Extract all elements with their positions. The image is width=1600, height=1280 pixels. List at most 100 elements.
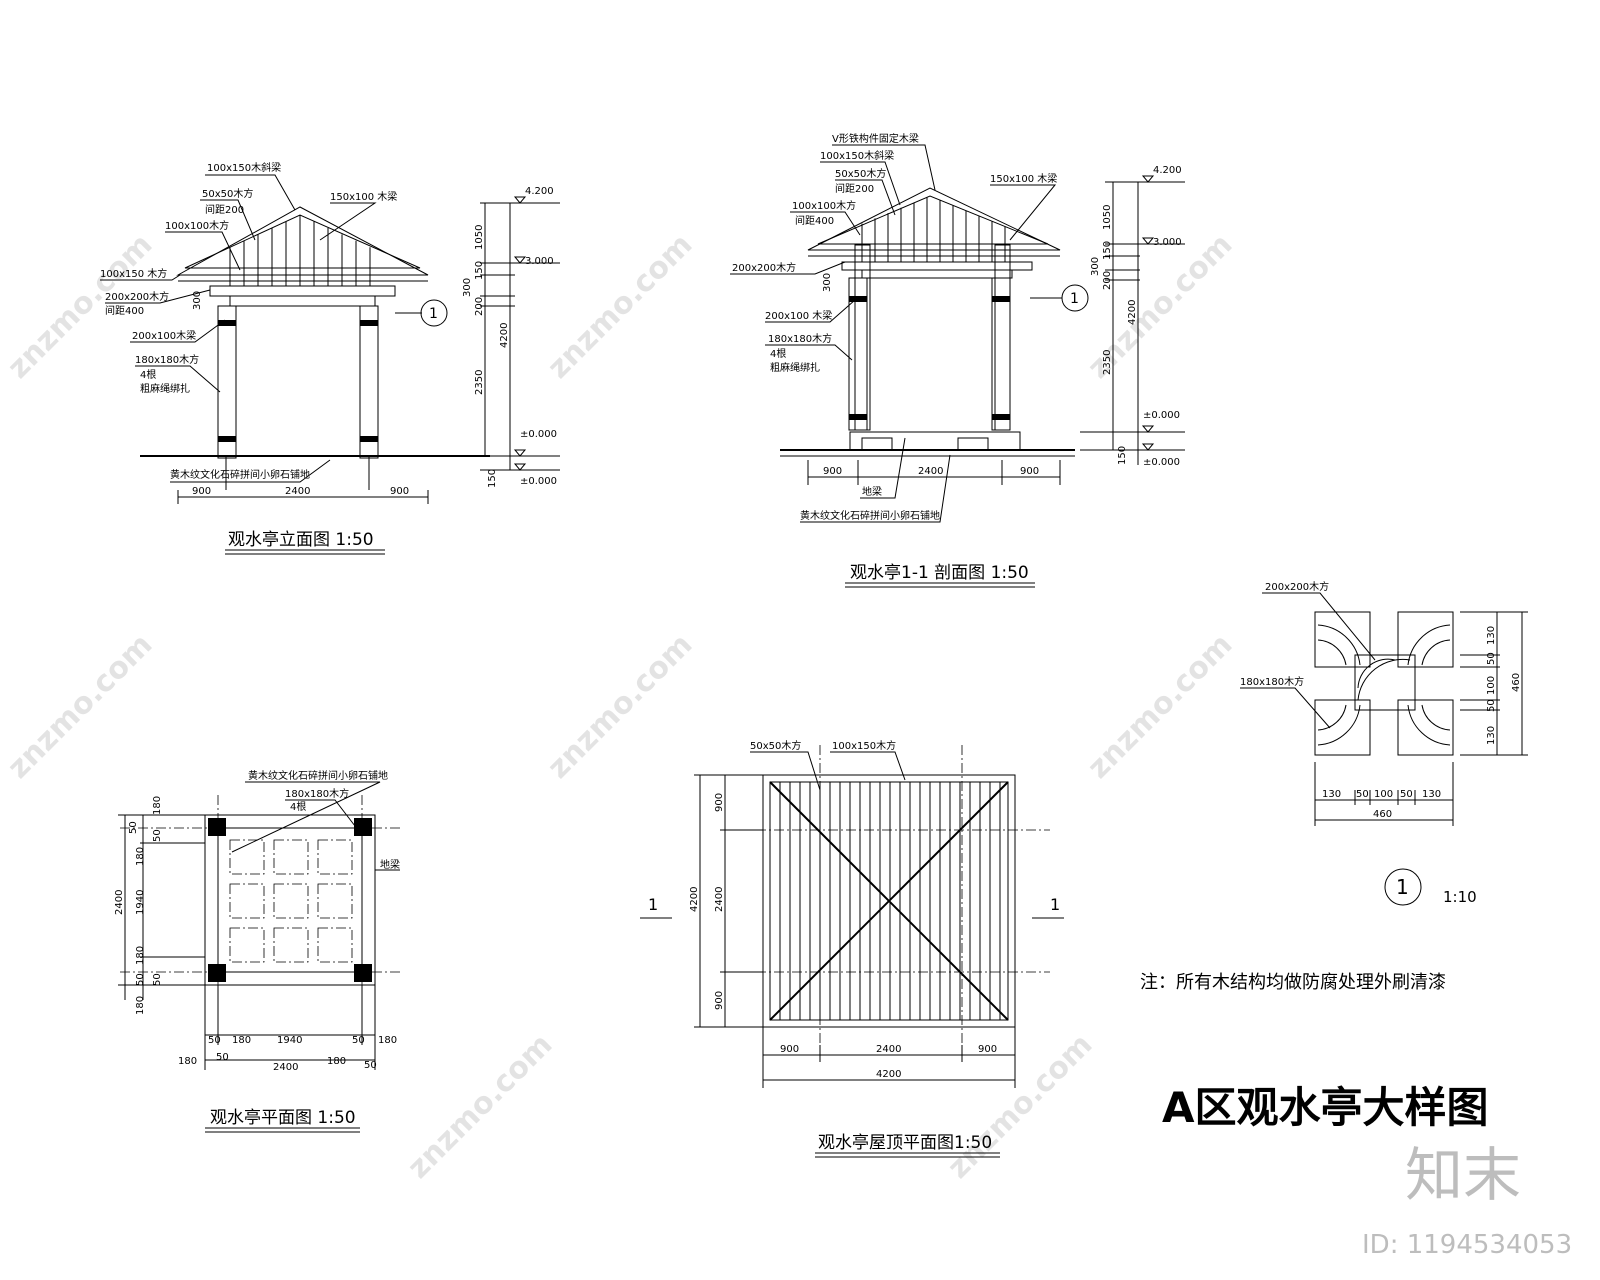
annotation-label: 100x150木斜梁: [820, 149, 894, 162]
dimension-label: 2350: [1102, 350, 1113, 375]
dimension-label: 900: [780, 1044, 799, 1055]
dimension-label: 2400: [714, 887, 725, 912]
annotation-label: 50x50木方: [835, 167, 886, 180]
dimension-label: 2400: [285, 486, 310, 497]
detail-labels: 200x200木方 180x180木方 130 50 100 50 130 46…: [1240, 580, 1522, 906]
dimension-label: 1050: [1102, 205, 1113, 230]
dimension-label: 460: [1373, 809, 1392, 820]
dimension-label: 150: [1102, 241, 1113, 260]
dimension-label: 300: [1090, 257, 1101, 276]
level-mark: ±0.000: [520, 476, 557, 487]
watermark-text: znzmo.com: [1081, 627, 1240, 786]
annotation-label: 50x50木方: [202, 187, 253, 200]
dimension-label: 4200: [1127, 300, 1138, 325]
dimension-label: 180: [152, 796, 163, 815]
annotation-label: 200x200木方: [732, 261, 796, 274]
dimension-label: 900: [192, 486, 211, 497]
paving-tile: [229, 839, 265, 875]
watermark-text: znzmo.com: [1, 627, 160, 786]
annotation-label: 粗麻绳绑扎: [140, 382, 190, 395]
ref-number: 1: [1070, 291, 1079, 307]
dimension-label: 180: [232, 1035, 251, 1046]
paving-tile: [317, 883, 353, 919]
annotation-label: 150x100 木梁: [330, 190, 397, 203]
roof-plan-labels: 50x50木方 100x150木方 1 1 900 4200 2400 900 …: [648, 739, 1060, 1153]
dimension-label: 200: [1102, 271, 1113, 290]
annotation-label: 4根: [770, 347, 786, 360]
dimension-label: 2400: [876, 1044, 901, 1055]
annotation-label: 地梁: [380, 858, 400, 871]
dimension-label: 50: [152, 829, 163, 842]
level-mark: 3.000: [525, 256, 554, 267]
annotation-label: 粗麻绳绑扎: [770, 361, 820, 374]
watermark-logo: 知末: [1405, 1141, 1521, 1209]
dimension-label: 200: [474, 297, 485, 316]
detail-scale: 1:10: [1443, 888, 1477, 906]
dimension-label: 2400: [918, 466, 943, 477]
paving-tile: [273, 883, 309, 919]
detail-drawing: [1240, 592, 1528, 906]
dimension-label: 1940: [135, 890, 146, 915]
annotation-label: 间距400: [105, 304, 144, 317]
elevation-labels: 100x150木斜梁 50x50木方 间距200 100x100木方 150x1…: [100, 161, 557, 550]
ref-number: 1: [429, 306, 438, 322]
annotation-label: 200x200木方: [105, 290, 169, 303]
annotation-label: 200x100 木梁: [765, 309, 832, 322]
dimension-label: 900: [978, 1044, 997, 1055]
plan-labels: 黄木纹文化石碎拼间小卵石铺地 180x180木方 4根 地梁 50 180 50…: [114, 769, 400, 1128]
dimension-label: 50: [1400, 789, 1413, 800]
annotation-label: 100x150木方: [832, 739, 896, 752]
annotation-label: 100x100木方: [792, 199, 856, 212]
dimension-label: 300: [462, 278, 473, 297]
annotation-label: 100x150木斜梁: [207, 161, 281, 174]
annotation-label: 50x50木方: [750, 739, 801, 752]
cut-mark: 1: [648, 895, 658, 914]
dimension-label: 4200: [689, 887, 700, 912]
dimension-label: 50: [1486, 652, 1497, 665]
annotation-label: 200x200木方: [1265, 580, 1329, 593]
watermark-text: znzmo.com: [541, 627, 700, 786]
dimension-label: 180: [135, 946, 146, 965]
annotation-label: 100x150 木方: [100, 267, 167, 280]
annotation-label: 150x100 木梁: [990, 172, 1057, 185]
watermark-text: znzmo.com: [541, 227, 700, 386]
annotation-label: 180x180木方: [768, 332, 832, 345]
annotation-label: 地梁: [862, 485, 882, 498]
dimension-label: 460: [1511, 673, 1522, 692]
dimension-label: 2350: [474, 370, 485, 395]
general-note: 注：所有木结构均做防腐处理外刷清漆: [1140, 972, 1446, 993]
level-mark: 4.200: [1153, 165, 1182, 176]
dimension-label: 180: [135, 847, 146, 866]
cut-mark: 1: [1050, 895, 1060, 914]
annotation-label: V形铁构件固定木梁: [832, 132, 919, 145]
annotation-label: 黄木纹文化石碎拼间小卵石铺地: [248, 769, 388, 782]
dimension-label: 150: [1117, 446, 1128, 465]
drawing-title: 观水亭1-1 剖面图 1:50: [850, 563, 1029, 583]
annotation-label: 180x180木方: [135, 353, 199, 366]
watermark-text: znzmo.com: [401, 1027, 560, 1186]
dimension-label: 300: [192, 291, 203, 310]
section-labels: V形铁构件固定木梁 100x150木斜梁 50x50木方 间距200 100x1…: [732, 132, 1182, 583]
dimension-label: 900: [1020, 466, 1039, 477]
drawing-title: 观水亭平面图 1:50: [210, 1108, 356, 1128]
dimension-label: 130: [1486, 726, 1497, 745]
annotation-label: 4根: [290, 800, 306, 813]
level-mark: 4.200: [525, 186, 554, 197]
dimension-label: 180: [378, 1035, 397, 1046]
paving-tile: [273, 839, 309, 875]
elevation-drawing: [100, 174, 560, 555]
dimension-label: 2400: [114, 890, 125, 915]
annotation-label: 黄木纹文化石碎拼间小卵石铺地: [800, 509, 940, 522]
level-mark: 3.000: [1153, 237, 1182, 248]
dimension-label: 1050: [474, 225, 485, 250]
dimension-label: 900: [714, 991, 725, 1010]
paving-tile: [273, 927, 309, 963]
watermark-layer: znzmo.com znzmo.com znzmo.com znzmo.com …: [1, 227, 1240, 1186]
dimension-label: 900: [714, 793, 725, 812]
annotation-label: 4根: [140, 368, 156, 381]
paving-tile: [229, 927, 265, 963]
dimension-label: 900: [823, 466, 842, 477]
annotation-label: 100x100木方: [165, 219, 229, 232]
dimension-label: 4200: [499, 323, 510, 348]
